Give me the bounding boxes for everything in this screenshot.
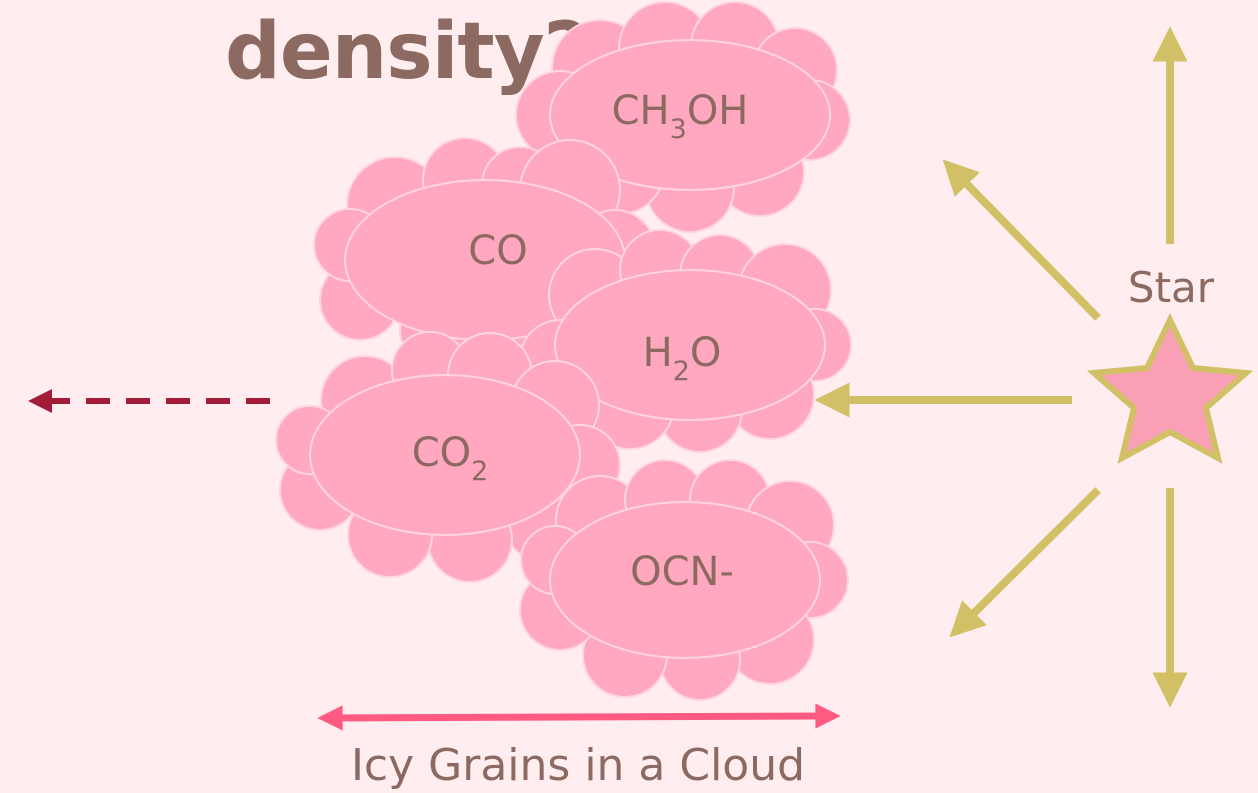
span-arrow [317,703,841,731]
page-title: density? [225,7,588,97]
star-icon [1086,313,1254,464]
cloud-co2: CO2 [275,331,621,583]
diagram-caption: Icy Grains in a Cloud [351,740,805,791]
cloud-label-ocn: OCN- [630,549,734,595]
cloud-h2o: H2O [519,229,852,453]
cloud-label-ch3oh: CH3OH [612,88,749,145]
radiation-arrows [814,26,1188,708]
star-label: Star [1128,263,1215,312]
cloud-label-co2: CO2 [412,430,489,487]
cloud-label-h2o: H2O [643,330,722,387]
radiation-arrow-up-left [942,159,1101,321]
radiation-arrow-down-left [949,487,1101,638]
cloud-ocn: OCN- [519,459,849,701]
cloud-label-co: CO [468,228,527,274]
